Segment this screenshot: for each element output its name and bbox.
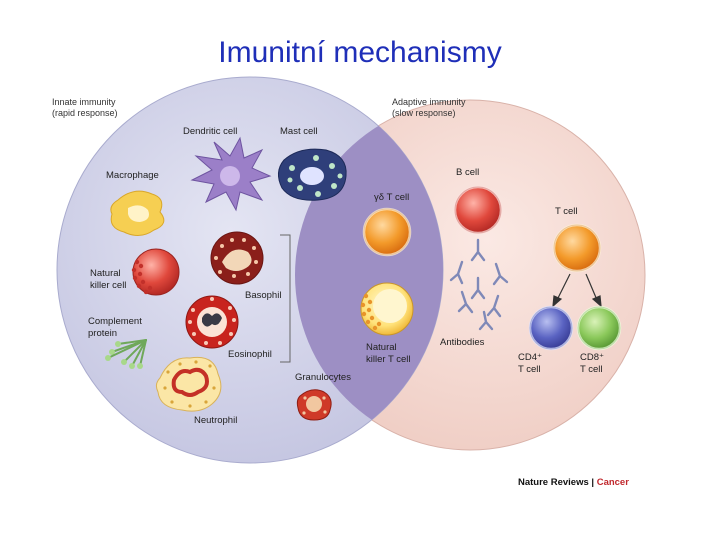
neutrophil-icon	[155, 356, 222, 412]
b-cell-icon	[453, 185, 503, 235]
adaptive-immunity-sublabel: (slow response)	[392, 108, 456, 118]
gammadelta-t-cell-icon	[362, 207, 412, 257]
cd4-t-cell-label: CD4⁺	[518, 352, 542, 363]
mast-cell-icon	[278, 148, 347, 201]
innate-immunity-label: Innate immunity	[52, 97, 116, 107]
macrophage-label: Macrophage	[106, 170, 159, 181]
eosinophil-icon	[185, 295, 239, 349]
b-cell-label: B cell	[456, 167, 479, 178]
t-cell-icon	[552, 223, 602, 273]
cd4-t-cell-icon	[528, 305, 574, 351]
gammadelta-t-cell-label: γδ T cell	[374, 192, 409, 203]
antibodies-label: Antibodies	[440, 337, 485, 348]
cd8-t-cell-icon	[576, 305, 622, 351]
antibodies-icon	[449, 238, 509, 331]
basophil-label: Basophil	[245, 290, 281, 301]
granulocyte-small-cell-icon	[296, 389, 332, 421]
overlap-region	[295, 100, 443, 450]
source-credit: Nature Reviews | Cancer	[518, 477, 629, 488]
slide-title: Imunitní mechanismy	[218, 36, 502, 69]
natural-killer-t-cell-sublabel: killer T cell	[366, 354, 411, 365]
natural-killer-cell-sublabel: killer cell	[90, 280, 126, 291]
granulocytes-label: Granulocytes	[295, 372, 351, 383]
cd8-t-cell-sublabel: T cell	[580, 364, 603, 375]
complement-protein-sublabel: protein	[88, 328, 117, 339]
t-cell-arrows	[552, 273, 602, 308]
eosinophil-label: Eosinophil	[228, 349, 272, 360]
adaptive-immunity-label: Adaptive immunity	[392, 97, 466, 107]
complement-protein-icon	[105, 339, 147, 369]
natural-killer-t-cell-icon	[360, 282, 414, 336]
dendritic-cell-icon	[190, 136, 272, 212]
cd4-t-cell-sublabel: T cell	[518, 364, 541, 375]
natural-killer-t-cell-label: Natural	[366, 342, 397, 353]
neutrophil-label: Neutrophil	[194, 415, 237, 426]
innate-immunity-sublabel: (rapid response)	[52, 108, 118, 118]
t-cell-label: T cell	[555, 206, 578, 217]
basophil-icon	[210, 231, 264, 285]
dendritic-cell-label: Dendritic cell	[183, 126, 237, 137]
natural-killer-cell-icon	[131, 248, 180, 296]
cd8-t-cell-label: CD8⁺	[580, 352, 604, 363]
natural-killer-cell-label: Natural	[90, 268, 121, 279]
mast-cell-label: Mast cell	[280, 126, 317, 137]
macrophage-icon	[110, 190, 165, 236]
granulocytes-bracket	[280, 234, 291, 363]
complement-protein-label: Complement	[88, 316, 142, 327]
